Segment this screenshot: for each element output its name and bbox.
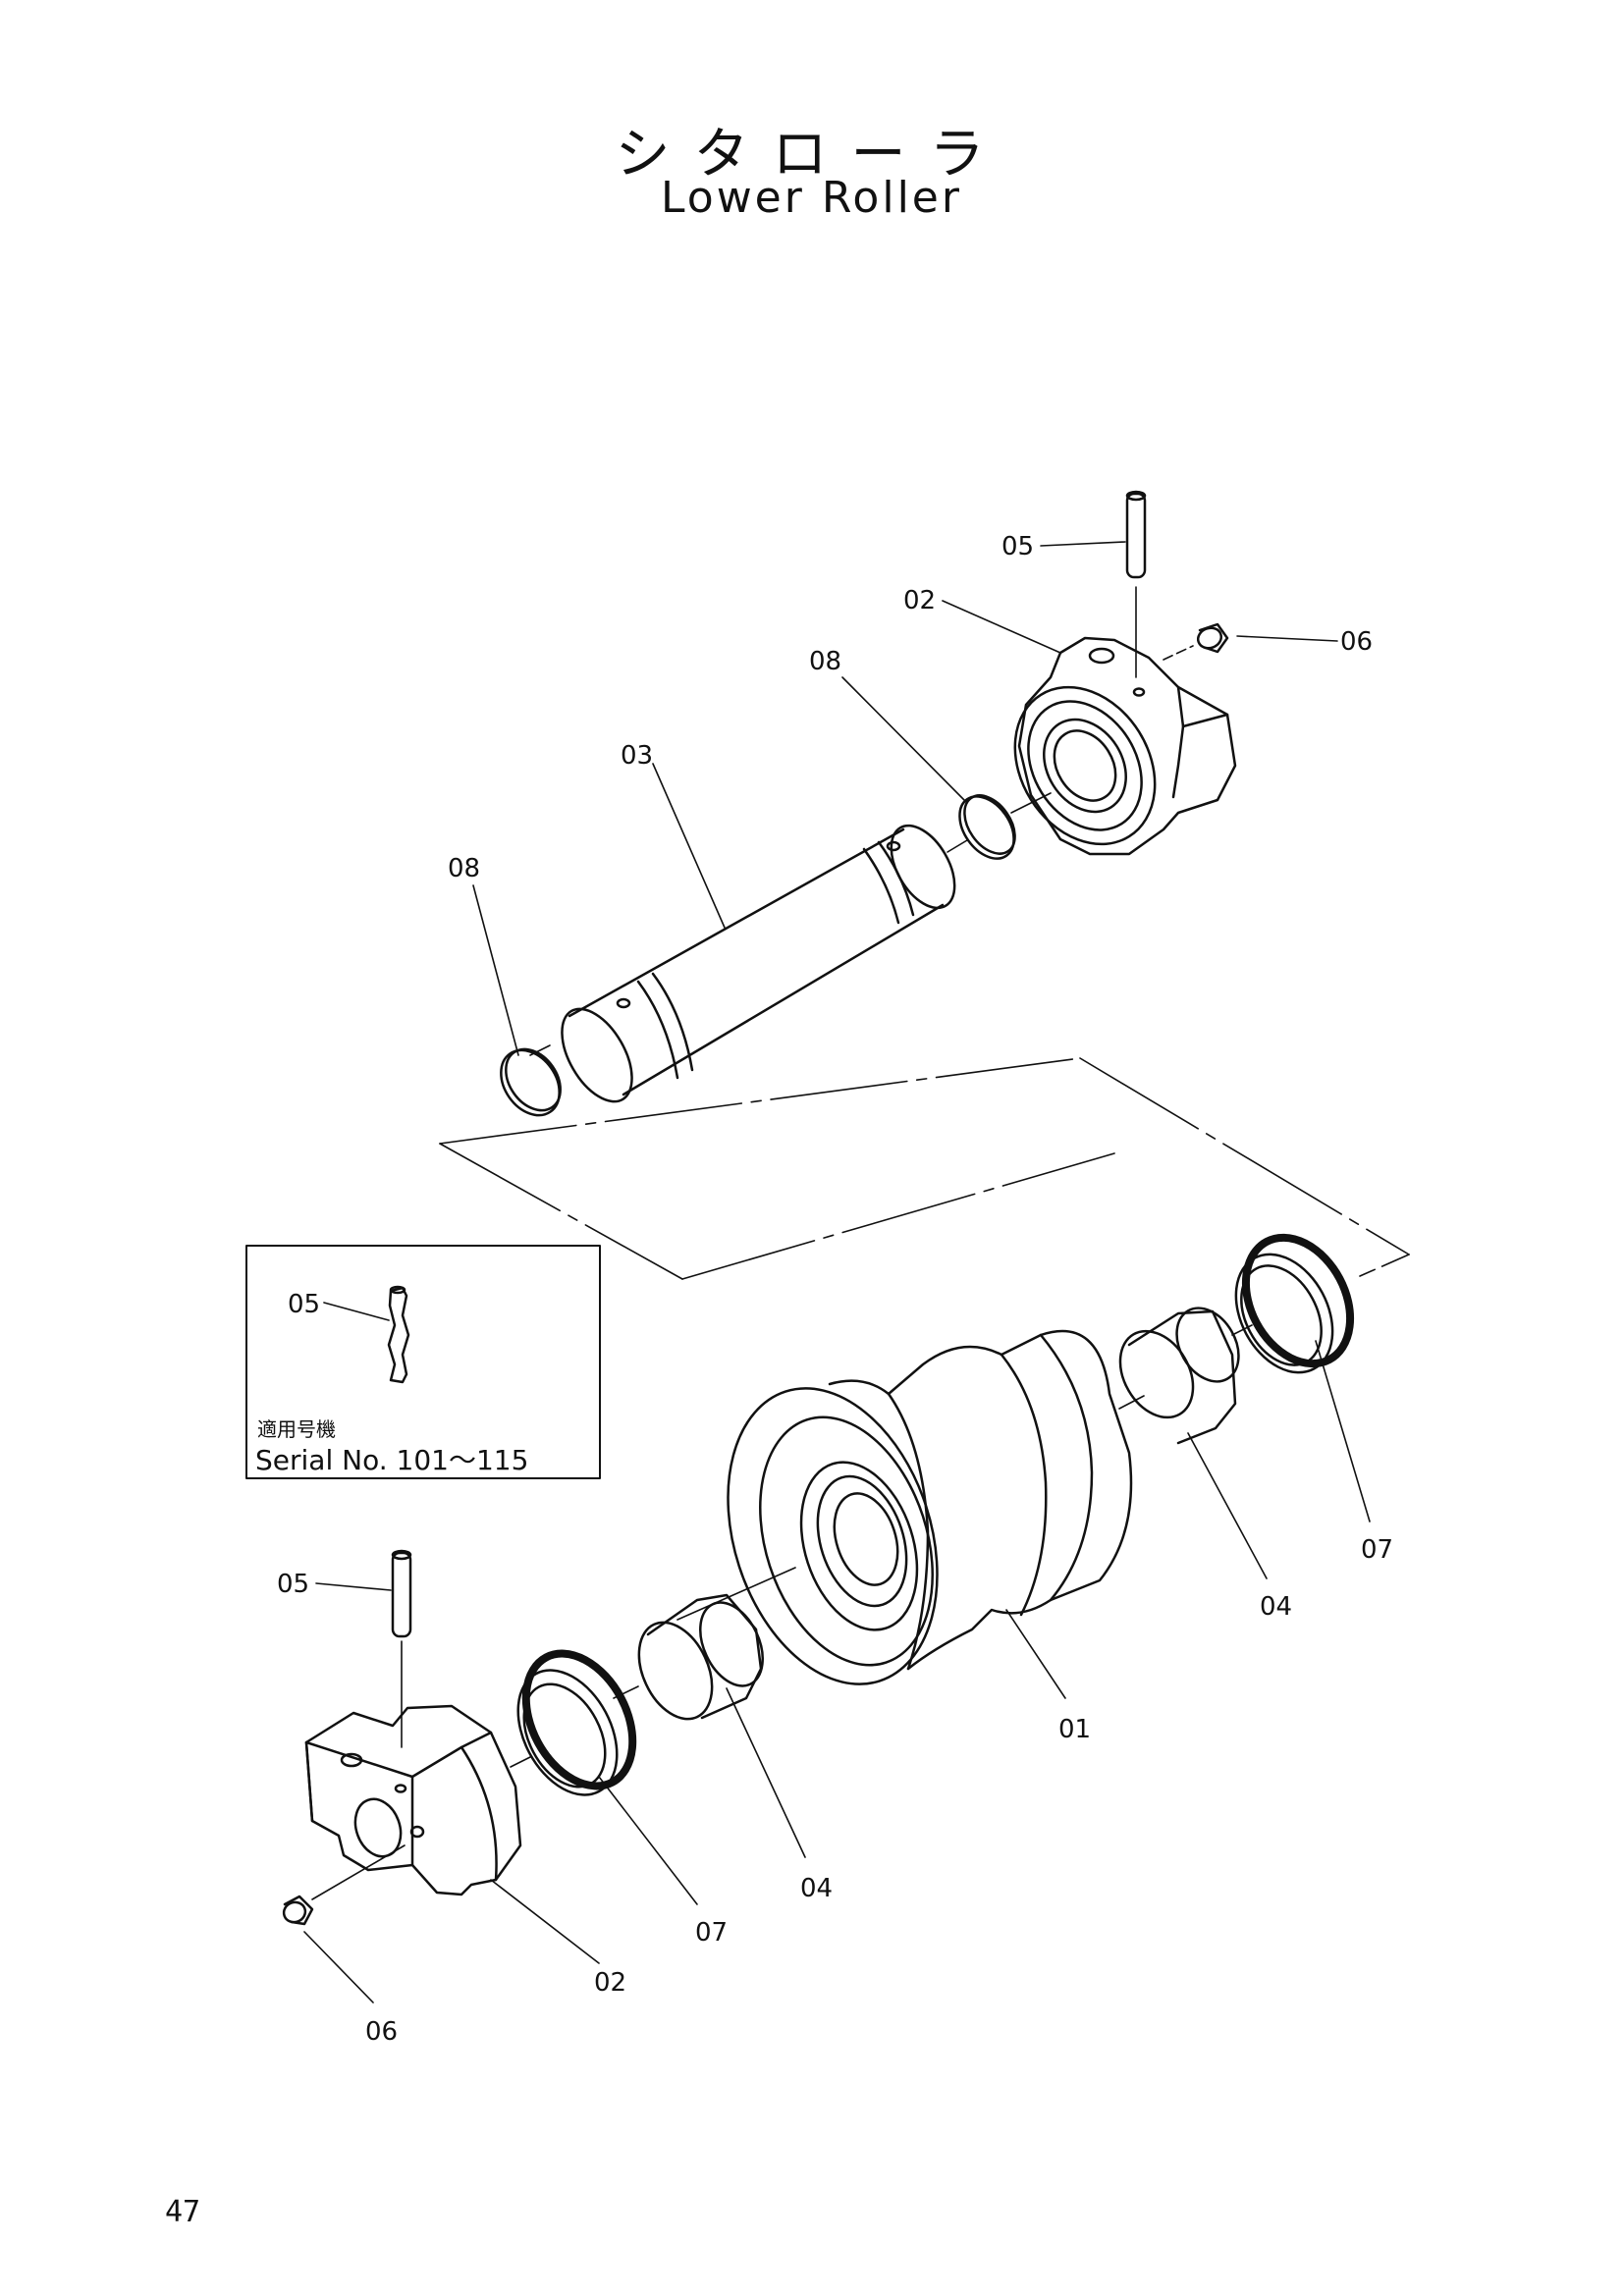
left-bracket-part (304, 1704, 522, 1896)
inset-serial-range: Serial No. 101〜115 (255, 1444, 528, 1476)
callout-left-bushing: 04 (800, 1874, 833, 1903)
upper-oring-part (947, 792, 1052, 860)
callout-left-seal: 07 (695, 1918, 728, 1948)
callout-upper-plug: 06 (1340, 627, 1373, 657)
page-number: 47 (165, 2195, 201, 2229)
callout-left-pin: 05 (277, 1570, 309, 1599)
leader-lines (303, 541, 1371, 2003)
callout-shaft: 03 (621, 741, 653, 771)
callout-left-bracket: 02 (594, 1968, 626, 1998)
callout-left-plug: 06 (365, 2017, 398, 2047)
title-japanese: シタローラ (615, 123, 1008, 187)
inset-box (245, 1245, 601, 1479)
left-plug-part (282, 1844, 406, 1926)
callout-upper-pin: 05 (1001, 532, 1034, 561)
upper-pin-part (1125, 490, 1147, 678)
callout-upper-bracket: 02 (903, 586, 936, 615)
callout-roller: 01 (1058, 1715, 1091, 1744)
right-bushing-part (1118, 1307, 1240, 1445)
left-bushing-part (613, 1593, 764, 1721)
callout-right-seal: 07 (1361, 1535, 1393, 1565)
right-seal-part (1231, 1233, 1355, 1374)
lower-oring-part (500, 1047, 562, 1117)
roller-part (676, 1329, 1133, 1685)
callout-right-bushing: 04 (1260, 1592, 1292, 1622)
left-pin-part (391, 1549, 412, 1748)
title-english: Lower Roller (661, 173, 962, 223)
callout-upper-oring: 08 (809, 647, 841, 676)
callout-labels: 05 02 06 08 03 08 01 04 07 05 04 07 02 0… (277, 532, 1393, 2047)
assembly-guide-lines (439, 1057, 1410, 1280)
inset-applicability-label: 適用号機 (257, 1417, 336, 1441)
left-seal-part (510, 1649, 637, 1796)
callout-lower-oring: 08 (448, 854, 480, 883)
upper-bracket-part (1013, 636, 1237, 856)
inset-part-label: 05 (288, 1290, 320, 1319)
upper-plug-part (1163, 622, 1229, 661)
shaft-part (529, 824, 956, 1103)
inset-text: 05 適用号機 Serial No. 101〜115 (255, 1290, 528, 1476)
